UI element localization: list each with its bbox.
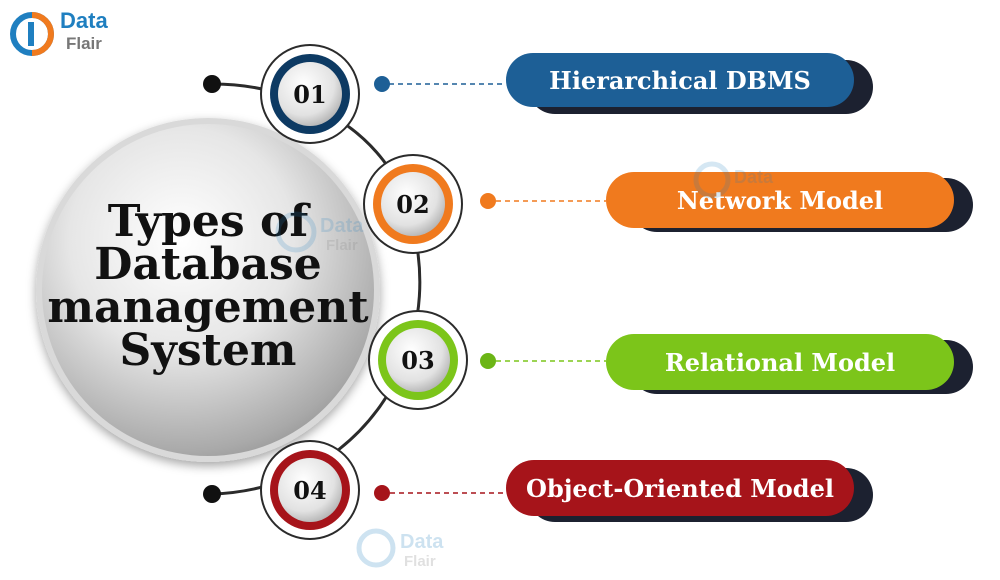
number-sphere	[278, 458, 342, 522]
center-title-line-3: management	[47, 282, 369, 333]
watermark-center: Data Flair	[275, 211, 364, 254]
number-sphere	[278, 62, 342, 126]
pill-network	[606, 172, 954, 228]
number-sphere	[381, 172, 445, 236]
pill-object-oriented	[506, 460, 854, 516]
logo-icon	[10, 12, 54, 56]
label-object-oriented-model: Object-Oriented Model	[526, 474, 834, 503]
connector-dot	[480, 353, 496, 369]
number-02: 02	[396, 190, 429, 219]
watermark-text-data: Data	[400, 531, 444, 553]
watermark-text-flair: Flair	[326, 237, 358, 254]
center-title-line-4: System	[120, 325, 297, 376]
label-network-model: Network Model	[677, 186, 883, 215]
label-relational-model: Relational Model	[665, 348, 895, 377]
item-03: Relational Model 03	[368, 310, 973, 410]
center-title-line-1: Types of	[108, 196, 312, 247]
pill-relational	[606, 334, 954, 390]
dataflair-logo: Data Flair	[10, 8, 108, 56]
number-03: 03	[401, 346, 434, 375]
item-02: Network Model 02	[363, 154, 973, 254]
center-sphere: Types of Database management System	[36, 118, 380, 462]
item-04: Object-Oriented Model 04	[260, 440, 873, 540]
watermark-text-data: Data	[734, 167, 774, 187]
connector-dot	[374, 485, 390, 501]
center-title-line-2: Database	[94, 239, 322, 290]
logo-text-data: Data	[60, 8, 108, 33]
watermark-text-data: Data	[320, 215, 364, 237]
arc-end-dot	[203, 485, 221, 503]
arc-start-dot	[203, 75, 221, 93]
connector-dot	[480, 193, 496, 209]
number-01: 01	[293, 80, 326, 109]
connector-dot	[374, 76, 390, 92]
watermark-right: Data	[693, 161, 774, 199]
logo-text-flair: Flair	[66, 34, 102, 53]
item-01: Hierarchical DBMS 01	[260, 44, 873, 144]
number-sphere	[386, 328, 450, 392]
number-04: 04	[293, 476, 326, 505]
watermark-text-flair: Flair	[404, 553, 436, 570]
watermark-bottom: Data Flair	[356, 528, 444, 570]
label-hierarchical-dbms: Hierarchical DBMS	[549, 66, 811, 95]
pill-hierarchical	[506, 53, 854, 107]
